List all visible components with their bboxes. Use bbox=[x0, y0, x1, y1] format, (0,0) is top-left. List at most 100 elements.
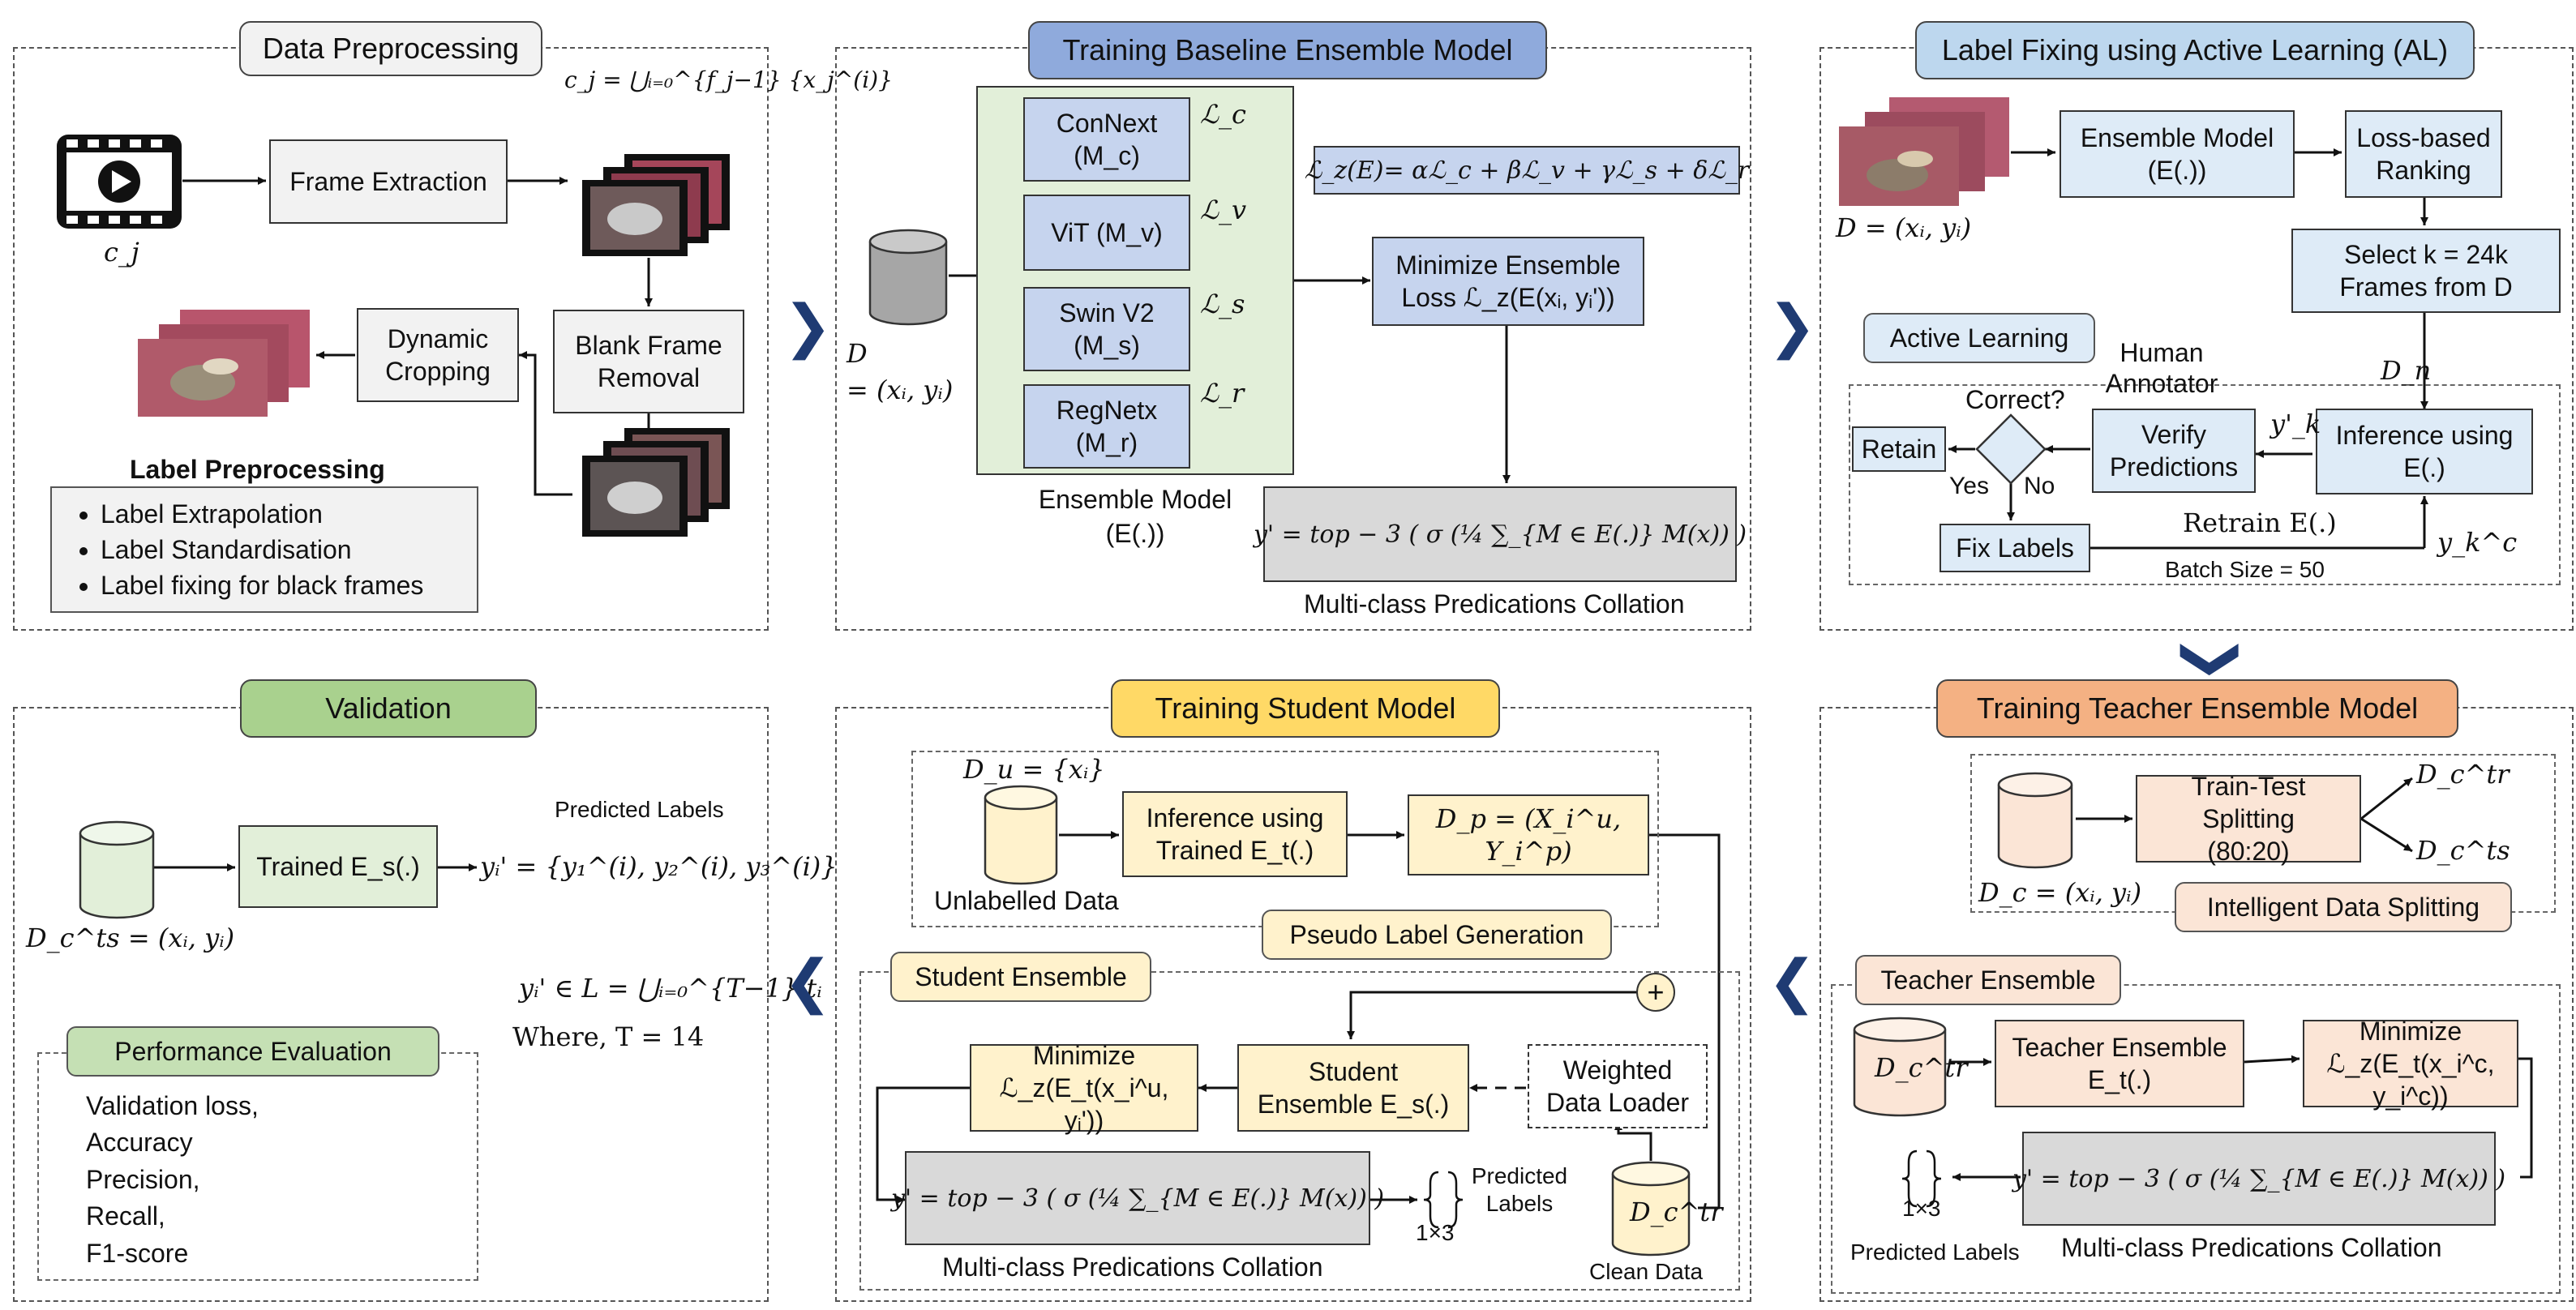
active-learning-title: Active Learning bbox=[1863, 313, 2095, 363]
pseudo-label-title: Pseudo Label Generation bbox=[1262, 910, 1612, 960]
title-student-model: Training Student Model bbox=[1111, 679, 1500, 738]
label-preprocessing-list: Label Extrapolation Label Standardisatio… bbox=[50, 486, 478, 613]
student-inference-box: Inference using Trained E_t(.) bbox=[1122, 791, 1348, 877]
cj-union-formula: c_j = ⋃ᵢ₌₀^{f_j−1} {x_j^(i)} bbox=[564, 66, 893, 93]
minimize-ensemble-loss-box: Minimize Ensemble Loss ℒ_z(E(xᵢ, yᵢ')) bbox=[1372, 237, 1644, 326]
trained-student-box: Trained E_s(.) bbox=[238, 825, 438, 908]
label-item: Label fixing for black frames bbox=[101, 567, 461, 603]
label-item: Label Standardisation bbox=[101, 532, 461, 567]
clean-dctr-label: D_c^tr bbox=[1630, 1197, 1723, 1227]
dctr-label: D_c^tr bbox=[2416, 759, 2510, 790]
teacher-matrix-label: 1×3 bbox=[1902, 1196, 1941, 1221]
loss-r-label: ℒ_r bbox=[1200, 378, 1245, 409]
al-dataset-label: D = (xᵢ, yᵢ) bbox=[1836, 212, 1972, 243]
baseline-collation-caption: Multi-class Predications Collation bbox=[1304, 589, 1685, 619]
fix-labels-box: Fix Labels bbox=[1940, 524, 2090, 572]
active-learning-group bbox=[1849, 384, 2561, 585]
title-data-preprocessing: Data Preprocessing bbox=[239, 21, 542, 76]
intelligent-split-title: Intelligent Data Splitting bbox=[2175, 882, 2512, 932]
dc-label: D_c = (xᵢ, yᵢ) bbox=[1978, 877, 2142, 908]
teacher-ensemble-group bbox=[1831, 984, 2561, 1294]
teacher-dctr-label: D_c^tr bbox=[1875, 1052, 1968, 1083]
baseline-collation-formula: y' = top − 3 ( σ (¼ ∑_{M ∈ E(.)} M(x)) ) bbox=[1254, 486, 1747, 582]
label-preprocessing-title: Label Preprocessing bbox=[130, 455, 385, 484]
human-annotator-label: Human Annotator bbox=[2105, 338, 2218, 399]
flow-chevron-left: ❮ bbox=[1768, 949, 1817, 1014]
select-frames-box: Select k = 24k Frames from D bbox=[2291, 229, 2561, 313]
student-collation-caption: Multi-class Predications Collation bbox=[942, 1252, 1323, 1282]
teacher-collation-caption: Multi-class Predications Collation bbox=[2061, 1233, 2442, 1262]
cleaned-frames-stack bbox=[568, 428, 738, 558]
loss-c-label: ℒ_c bbox=[1200, 99, 1246, 130]
title-label-fixing: Label Fixing using Active Learning (AL) bbox=[1915, 21, 2475, 79]
model-swin-box: Swin V2 (M_s) bbox=[1023, 287, 1190, 371]
teacher-ensemble-box: Teacher Ensemble E_t(.) bbox=[1995, 1020, 2244, 1107]
clean-data-label: Clean Data bbox=[1589, 1259, 1704, 1284]
video-icon bbox=[55, 133, 183, 230]
weighted-loader-box: Weighted Data Loader bbox=[1528, 1044, 1708, 1128]
metric-item: Precision, bbox=[86, 1164, 200, 1194]
unlabelled-cylinder bbox=[983, 785, 1059, 885]
yk-prime-label: y'_k bbox=[2270, 409, 2321, 439]
teacher-collation-formula: y' = top − 3 ( σ (¼ ∑_{M ∈ E(.)} M(x)) ) bbox=[2012, 1132, 2505, 1226]
validation-cylinder bbox=[78, 820, 156, 919]
title-validation: Validation bbox=[240, 679, 537, 738]
teacher-minimize-box: Minimize ℒ_z(E_t(x_i^c, y_i^c)) bbox=[2303, 1017, 2518, 1111]
validation-dcts-label: D_c^ts = (xᵢ, yᵢ) bbox=[26, 923, 235, 953]
flow-chevron-right: ❯ bbox=[783, 294, 833, 359]
flow-chevron-down: ❯ bbox=[2181, 635, 2247, 684]
flow-chevron-left: ❮ bbox=[783, 949, 833, 1014]
metric-item: Validation loss, bbox=[86, 1091, 259, 1120]
clean-data-cylinder bbox=[1610, 1161, 1691, 1256]
title-teacher-ensemble: Training Teacher Ensemble Model bbox=[1936, 679, 2458, 738]
model-vit-box: ViT (M_v) bbox=[1023, 195, 1190, 271]
student-ensemble-box: Student Ensemble E_s(.) bbox=[1237, 1044, 1469, 1132]
prediction-formula: yᵢ' = {y₁^(i), y₂^(i), y₃^(i)} bbox=[480, 851, 838, 882]
label-set-formula: yᵢ' ∈ L = ⋃ᵢ₌₀^{T−1} tᵢ bbox=[519, 973, 822, 1004]
student-minimize-box: Minimize ℒ_z(E_t(x_i^u, yᵢ')) bbox=[970, 1041, 1198, 1135]
baseline-dataset-label: D = (xᵢ, yᵢ) bbox=[847, 338, 954, 405]
du-label: D_u = {xᵢ} bbox=[963, 754, 1105, 785]
yes-label: Yes bbox=[1949, 473, 1989, 499]
teacher-ensemble-title: Teacher Ensemble bbox=[1855, 955, 2121, 1005]
metrics-list: Validation loss, Accuracy Precision, Rec… bbox=[86, 1088, 259, 1272]
metric-item: F1-score bbox=[86, 1238, 189, 1268]
al-ensemble-box: Ensemble Model (E(.)) bbox=[2060, 110, 2295, 198]
ykc-label: y_k^c bbox=[2437, 527, 2518, 558]
teacher-train-cylinder bbox=[1852, 1017, 1948, 1117]
dataset-cylinder bbox=[868, 229, 949, 326]
where-t-label: Where, T = 14 bbox=[512, 1021, 705, 1052]
metric-item: Accuracy bbox=[86, 1128, 193, 1158]
pseudo-dataset-box: D_p = (X_i^u, Y_i^p) bbox=[1408, 794, 1649, 875]
title-baseline-ensemble: Training Baseline Ensemble Model bbox=[1028, 21, 1547, 79]
loss-v-label: ℒ_v bbox=[1200, 195, 1247, 225]
verify-predictions-box: Verify Predictions bbox=[2092, 409, 2256, 493]
student-collation-formula: y' = top − 3 ( σ (¼ ∑_{M ∈ E(.)} M(x)) ) bbox=[891, 1151, 1384, 1245]
loss-s-label: ℒ_s bbox=[1200, 289, 1245, 319]
dynamic-cropping-box: Dynamic Cropping bbox=[357, 308, 519, 402]
student-matrix-label: 1×3 bbox=[1416, 1220, 1455, 1245]
metric-item: Recall, bbox=[86, 1201, 165, 1231]
retain-box: Retain bbox=[1852, 426, 1946, 472]
al-frames-stack bbox=[1834, 97, 2012, 219]
dn-label: D_n bbox=[2381, 355, 2432, 386]
train-test-split-box: Train-Test Splitting (80:20) bbox=[2136, 772, 2361, 866]
ensemble-loss-formula: ℒ_z(E)= αℒ_c + βℒ_v + γℒ_s + δℒ_r bbox=[1305, 146, 1749, 195]
model-regnetx-box: RegNetx (M_r) bbox=[1023, 384, 1190, 469]
correct-question-label: Correct? bbox=[1965, 385, 2065, 414]
frame-extraction-box: Frame Extraction bbox=[269, 139, 508, 224]
student-predicted-labels: Predicted Labels bbox=[1471, 1163, 1568, 1216]
retrain-label: Retrain E(.) bbox=[2183, 507, 2337, 538]
unlabelled-data-label: Unlabelled Data bbox=[934, 886, 1119, 915]
performance-evaluation-title: Performance Evaluation bbox=[66, 1026, 439, 1077]
cropped-frames-stack bbox=[131, 310, 316, 431]
loss-ranking-box: Loss-based Ranking bbox=[2345, 110, 2502, 198]
teacher-dataset-cylinder bbox=[1996, 772, 2074, 869]
dcts-label: D_c^ts bbox=[2416, 835, 2510, 866]
teacher-predicted-labels: Predicted Labels bbox=[1850, 1239, 2020, 1265]
no-label: No bbox=[2024, 473, 2055, 499]
blank-frame-removal-box: Blank Frame Removal bbox=[553, 310, 744, 413]
merge-plus-icon: + bbox=[1636, 973, 1675, 1012]
label-item: Label Extrapolation bbox=[101, 496, 461, 532]
student-ensemble-title: Student Ensemble bbox=[890, 952, 1151, 1002]
